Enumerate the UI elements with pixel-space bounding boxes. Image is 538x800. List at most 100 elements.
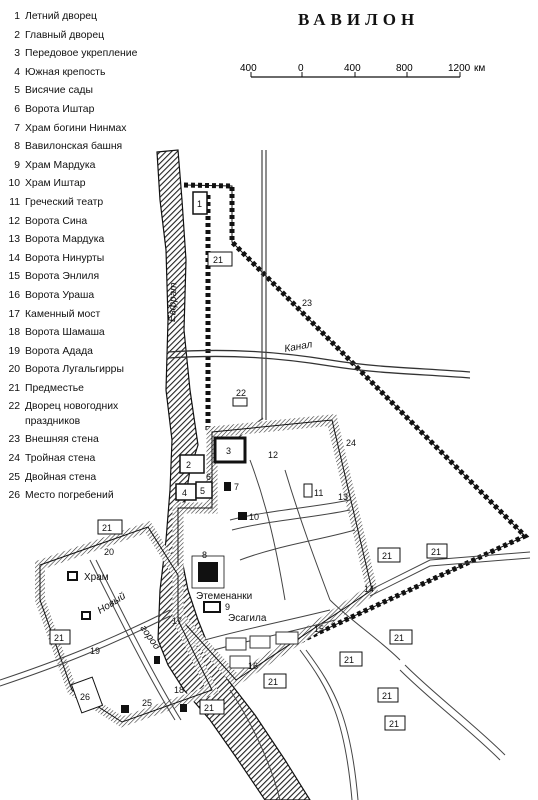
legend-number: 12 (8, 215, 20, 227)
legend-number: 14 (8, 252, 20, 264)
marker-22: 22 (236, 388, 246, 398)
marker-6: 6 (206, 472, 211, 482)
suburb-box (263, 673, 287, 689)
legend-text: Храм богини Нинмах (25, 122, 127, 134)
marker-3: 3 (226, 446, 231, 456)
marker-13: 13 (338, 492, 348, 502)
legend-number: 9 (14, 159, 20, 171)
esagila-label: Эсагила (228, 613, 267, 624)
legend-item: 20 Ворота Лугальгирры (6, 361, 168, 380)
scale-bar: 400 0 400 800 1200 км (240, 63, 485, 78)
legend-text: Храм Иштар (25, 178, 86, 190)
legend-text: Ворота Шамаша (25, 327, 105, 339)
canal-label: Канал (284, 339, 314, 355)
legend-text: Тройная стена (25, 453, 96, 465)
legend-text: Летний дворец (25, 11, 97, 22)
legend-text: Предместье (25, 382, 84, 394)
suburb-label: 21 (382, 551, 392, 561)
legend-text: Ворота Адада (25, 345, 93, 357)
suburb-box (377, 687, 399, 703)
legend-number: 11 (9, 196, 20, 208)
legend-number: 26 (8, 490, 20, 502)
marker-26: 26 (80, 692, 90, 702)
etemenanki-label: Этеменанки (196, 591, 252, 602)
legend-text: Передовое укрепление (25, 48, 138, 60)
suburb-box (207, 251, 233, 267)
legend-text: Ворота Иштар (25, 103, 95, 115)
suburb-box (389, 629, 413, 645)
inner-streets (0, 459, 531, 721)
legend-text: Висячие сады (25, 85, 93, 97)
scale-tick: 800 (396, 63, 413, 74)
map-title: ВАВИЛОН (298, 10, 420, 29)
legend-number: 4 (14, 66, 20, 78)
summer-palace (192, 191, 208, 215)
legend-item: 8 Вавилонская башня (6, 138, 168, 157)
legend-number: 5 (14, 85, 20, 97)
legend-number: 22 (8, 401, 20, 413)
scale-tick: 400 (344, 63, 361, 74)
marker-18: 18 (174, 685, 184, 695)
legend-item: 4 Южная крепость (6, 64, 168, 83)
legend-item: 5 Висячие сады (6, 82, 168, 101)
marker-10: 10 (249, 512, 259, 522)
marker-14: 14 (364, 584, 374, 594)
legend-number: 17 (8, 308, 20, 320)
legend-item: 16 Ворота Ураша (6, 287, 168, 306)
legend-number: 7 (14, 122, 20, 134)
legend-text: Вавилонская башня (25, 141, 123, 153)
legend-number: 8 (14, 141, 20, 153)
legend-item: 7 Храм богини Нинмах (6, 120, 168, 139)
legend-item: 6 Ворота Иштар (6, 101, 168, 120)
marker-20: 20 (104, 547, 114, 557)
suburb-label: 21 (382, 691, 392, 701)
legend-text: Ворота Ураша (25, 289, 95, 301)
legend-text: Ворота Нинурты (25, 252, 105, 264)
scale-tick: 0 (298, 63, 304, 74)
legend-number: 16 (8, 289, 20, 301)
suburb-box (384, 715, 406, 731)
legend-text: Храм Мардука (25, 159, 96, 171)
river-label: Евфрат (166, 282, 179, 322)
suburb-label: 21 (54, 633, 64, 643)
legend-number: 2 (14, 29, 20, 41)
suburb-box (97, 519, 123, 535)
suburb-box (49, 629, 71, 645)
legend-text: Южная крепость (25, 66, 106, 78)
legend-item: 22 Дворец новогодних праздников (6, 400, 168, 429)
marker-8: 8 (202, 550, 207, 560)
marker-21: 21 (213, 255, 223, 265)
marker-2: 2 (186, 460, 191, 470)
suburb-label: 21 (431, 547, 441, 557)
marker-19: 19 (90, 646, 100, 656)
legend-number: 13 (8, 234, 20, 246)
suburb-label: 21 (102, 523, 112, 533)
scale-tick: 1200 (448, 63, 471, 74)
suburb-label: 21 (344, 655, 354, 665)
legend-text: Дворец новогодних праздников (25, 401, 119, 427)
marker-15: 15 (314, 624, 324, 634)
scale-unit: км (474, 63, 485, 74)
temple-label: Храм (84, 572, 109, 583)
marker-17: 17 (172, 616, 182, 626)
legend-item: 14 Ворота Нинурты (6, 250, 168, 269)
scale-tick: 400 (240, 63, 257, 74)
marker-9: 9 (225, 602, 230, 612)
legend-text: Ворота Энлиля (25, 271, 100, 283)
marker-25: 25 (142, 698, 152, 708)
legend-number: 20 (8, 364, 20, 376)
legend-text: Ворота Лугальгирры (25, 364, 124, 376)
legend-number: 6 (14, 103, 20, 115)
new-label: Новый (96, 591, 128, 617)
